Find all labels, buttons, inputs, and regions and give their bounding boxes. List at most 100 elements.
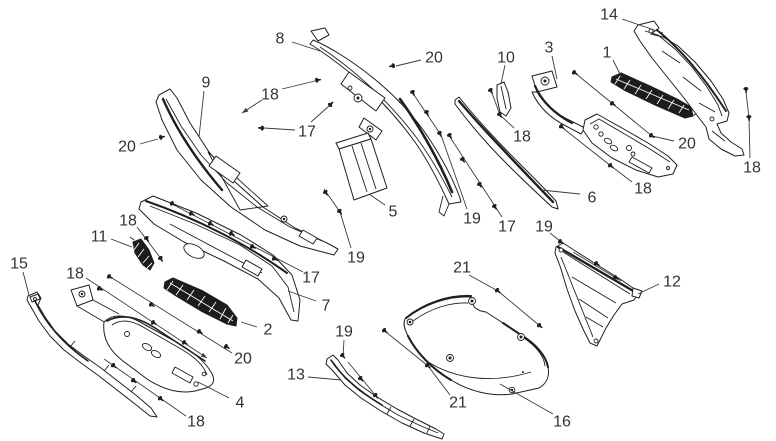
screw-icon <box>150 320 157 326</box>
part-7-drawing <box>138 195 301 322</box>
callout-21-label: 21 <box>453 260 471 277</box>
callout-19-label: 19 <box>347 250 365 267</box>
callout-18-label: 18 <box>66 266 84 283</box>
screw-icon <box>607 162 614 169</box>
screw-icon <box>148 302 155 308</box>
screw-icon <box>357 375 364 382</box>
part-6-drawing <box>454 96 559 210</box>
callout-14-leader <box>621 18 664 34</box>
screw-icon <box>491 203 498 210</box>
callout-19-leader <box>549 232 561 242</box>
screw-icon <box>336 208 343 215</box>
screw-icon <box>593 261 600 267</box>
callout-17-label: 17 <box>298 124 316 141</box>
screw-icon <box>327 101 334 108</box>
callout-19-leader <box>323 188 352 249</box>
callout-2-label: 2 <box>264 322 273 339</box>
callout-5-label: 5 <box>389 204 398 221</box>
callout-18-leader <box>281 80 316 90</box>
screw-icon <box>743 86 749 94</box>
callout-20-label: 20 <box>425 50 443 67</box>
screw-icon <box>249 244 256 249</box>
screw-icon <box>339 352 346 359</box>
callout-17-label: 17 <box>498 219 516 236</box>
callout-3-leader <box>551 55 558 80</box>
callout-13-label: 13 <box>287 367 305 384</box>
screw-icon <box>424 109 429 116</box>
callout-10-label: 10 <box>497 50 515 67</box>
screw-icon <box>130 377 137 384</box>
screw-icon <box>381 327 388 334</box>
screw-icon <box>459 156 466 163</box>
callout-14-label: 14 <box>600 7 618 24</box>
screw-icon <box>648 132 655 139</box>
callout-7-label: 7 <box>322 298 331 315</box>
screw-icon <box>106 274 113 280</box>
callout-5-leader <box>368 193 386 206</box>
callout-6-label: 6 <box>588 190 597 207</box>
part-16-drawing <box>403 294 549 396</box>
callout-18-label: 18 <box>119 213 137 230</box>
callout-12-label: 12 <box>663 274 681 291</box>
callout-11-label: 11 <box>91 229 108 246</box>
callout-20-leader <box>574 72 675 142</box>
callout-16-leader <box>499 383 554 415</box>
screw-icon <box>96 286 103 292</box>
part-8-drawing <box>309 27 462 217</box>
part-12-drawing <box>554 242 643 347</box>
screw-icon <box>157 395 164 402</box>
callout-20-leader <box>395 59 422 67</box>
screw-icon <box>557 239 564 245</box>
callout-4-label: 4 <box>236 395 245 412</box>
callout-21-label: 21 <box>449 395 467 412</box>
screw-icon <box>536 322 543 329</box>
callout-15-leader <box>22 271 30 296</box>
screw-icon <box>196 329 203 335</box>
screw-icon <box>612 275 619 281</box>
part-14-drawing <box>633 20 745 157</box>
callout-17-label: 17 <box>302 270 320 287</box>
screw-icon <box>497 111 503 118</box>
callout-11-leader <box>110 238 133 248</box>
screw-icon <box>609 100 616 107</box>
screw-icon <box>158 134 166 140</box>
callout-12-leader <box>637 283 660 295</box>
part-5-drawing <box>335 132 388 201</box>
callout-15-label: 15 <box>10 256 28 273</box>
callout-18-leader <box>745 91 751 159</box>
leader-arrowhead-icon <box>242 107 249 113</box>
part-4-drawing <box>70 284 215 393</box>
callout-18-label: 18 <box>634 181 652 198</box>
screw-icon <box>437 130 442 137</box>
part-2-drawing <box>163 277 238 327</box>
callout-18-label: 18 <box>743 160 761 177</box>
callout-20-leader <box>139 138 159 145</box>
callout-9-leader <box>198 90 205 138</box>
callout-6-leader <box>540 189 581 195</box>
callout-8-leader <box>291 41 321 52</box>
screw-icon <box>223 344 230 350</box>
callout-17-leader <box>263 127 296 131</box>
callout-20-label: 20 <box>118 139 136 156</box>
screw-icon <box>372 392 379 399</box>
screw-icon <box>169 201 176 206</box>
callout-19-label: 19 <box>335 324 353 341</box>
part-3-drawing <box>531 70 678 178</box>
part-15-drawing <box>26 291 158 418</box>
callout-1-leader <box>612 59 623 79</box>
screws-layer <box>96 63 752 402</box>
callout-1-label: 1 <box>603 45 612 62</box>
callout-18-label: 18 <box>187 414 205 431</box>
screw-icon <box>322 189 329 196</box>
callout-19-leader <box>572 251 622 282</box>
screw-icon <box>388 63 396 69</box>
screw-icon <box>188 211 195 216</box>
callout-18-label: 18 <box>513 129 531 146</box>
part-11-drawing <box>129 236 155 271</box>
leader-arrowhead-icon <box>200 352 207 358</box>
callout-19-label: 19 <box>535 219 553 236</box>
screw-icon <box>257 125 265 131</box>
